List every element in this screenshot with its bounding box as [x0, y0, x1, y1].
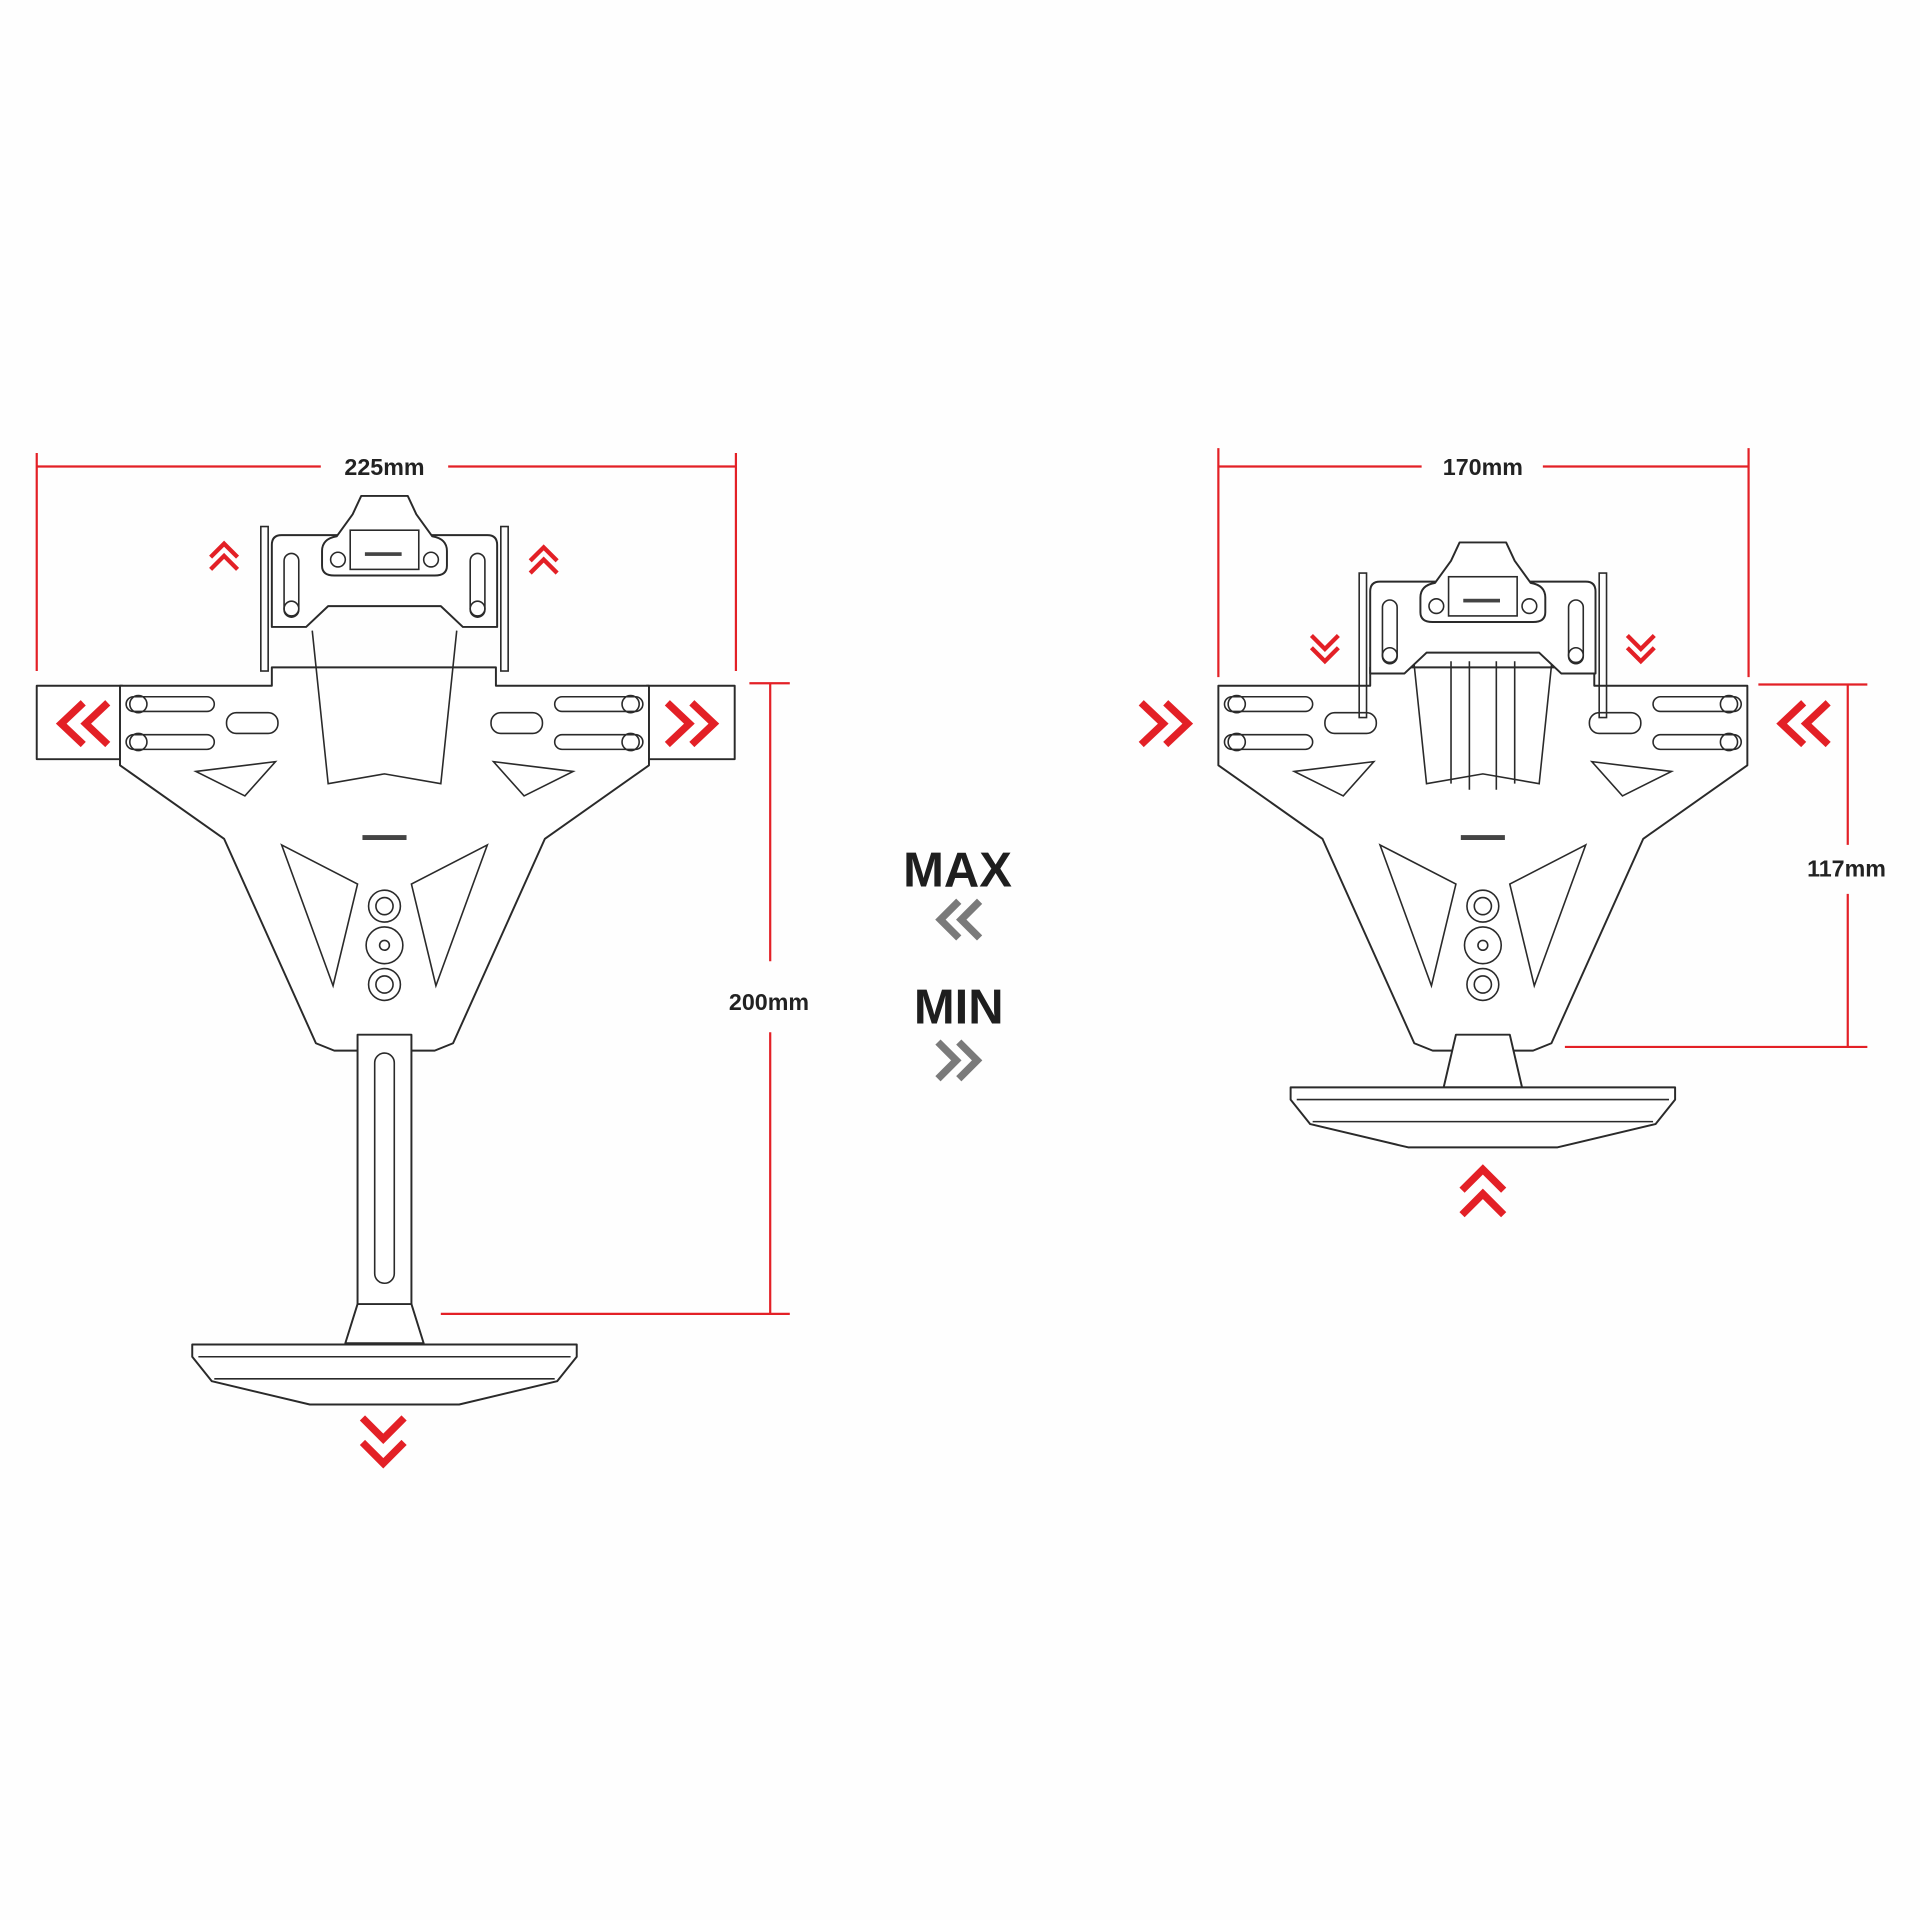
width-label: 225mm	[344, 454, 424, 480]
chevron-up-icon	[1459, 1164, 1507, 1218]
double-chevron-right-icon	[935, 1039, 983, 1082]
height-label: 200mm	[729, 989, 809, 1015]
bracket-max-config	[35, 494, 736, 1406]
stem-base	[1442, 1033, 1524, 1089]
chevron-down-icon	[359, 1415, 407, 1469]
dimension-width-min: 170mm	[1217, 448, 1750, 678]
chevron-right-icon	[664, 700, 720, 748]
plate-lamp	[191, 1343, 578, 1406]
dimension-height-max: 200mm	[440, 682, 809, 1315]
main-plate	[1217, 629, 1749, 1052]
stem-base	[344, 1303, 425, 1345]
height-label: 117mm	[1807, 856, 1886, 882]
max-label: MAX	[903, 844, 1012, 898]
plate-lamp	[1289, 1086, 1677, 1149]
top-mount	[259, 494, 510, 672]
min-label: MIN	[914, 981, 1004, 1035]
chevron-down-icon	[1309, 633, 1340, 665]
red-arrows-max	[55, 540, 720, 1469]
chevron-down-icon	[1625, 633, 1656, 665]
dimension-width-max: 225mm	[35, 453, 738, 672]
double-chevron-left-icon	[935, 898, 983, 941]
chevron-up-icon	[209, 540, 240, 571]
dimension-height-min: 117mm	[1564, 683, 1886, 1049]
width-label: 170mm	[1443, 454, 1523, 480]
red-arrows-min	[1138, 633, 1831, 1218]
legend: MAX MIN	[903, 844, 1012, 1082]
chevron-left-icon	[55, 700, 111, 748]
stem	[356, 1033, 413, 1324]
main-plate	[119, 629, 650, 1052]
chevron-right-icon	[1138, 700, 1194, 748]
bracket-min-config	[1217, 541, 1749, 1149]
chevron-up-icon	[528, 544, 559, 575]
left-extension-arm	[35, 684, 124, 761]
chevron-left-icon	[1776, 700, 1831, 748]
